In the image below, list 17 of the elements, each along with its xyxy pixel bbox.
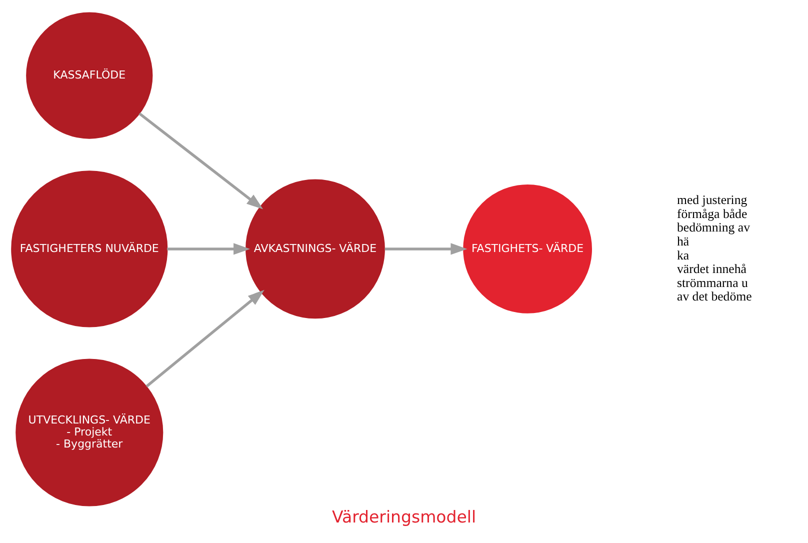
label: ka: [677, 248, 690, 262]
node-circle: FASTIGHETS- VÄRDE: [463, 184, 592, 313]
label: värdet innehå: [677, 262, 746, 276]
arrow: [167, 242, 250, 254]
label: förmåga både: [677, 206, 748, 220]
node-circle: UTVECKLINGS- VÄRDE - Projekt - Byggrätter: [16, 358, 164, 506]
arrow: [146, 289, 264, 387]
node-circle: KASSAFLÖDE: [26, 12, 153, 138]
arrow: [384, 242, 468, 254]
label: bedömning av: [677, 220, 750, 234]
label: med justering: [677, 192, 748, 207]
caption: Värderingsmodell: [332, 507, 476, 526]
label: hä: [677, 234, 690, 248]
label: av det bedöme: [677, 289, 752, 304]
label: strömmarna u: [677, 275, 748, 290]
node-circle: FASTIGHETERS NUVÄRDE: [11, 170, 168, 327]
arrow: [138, 112, 264, 209]
